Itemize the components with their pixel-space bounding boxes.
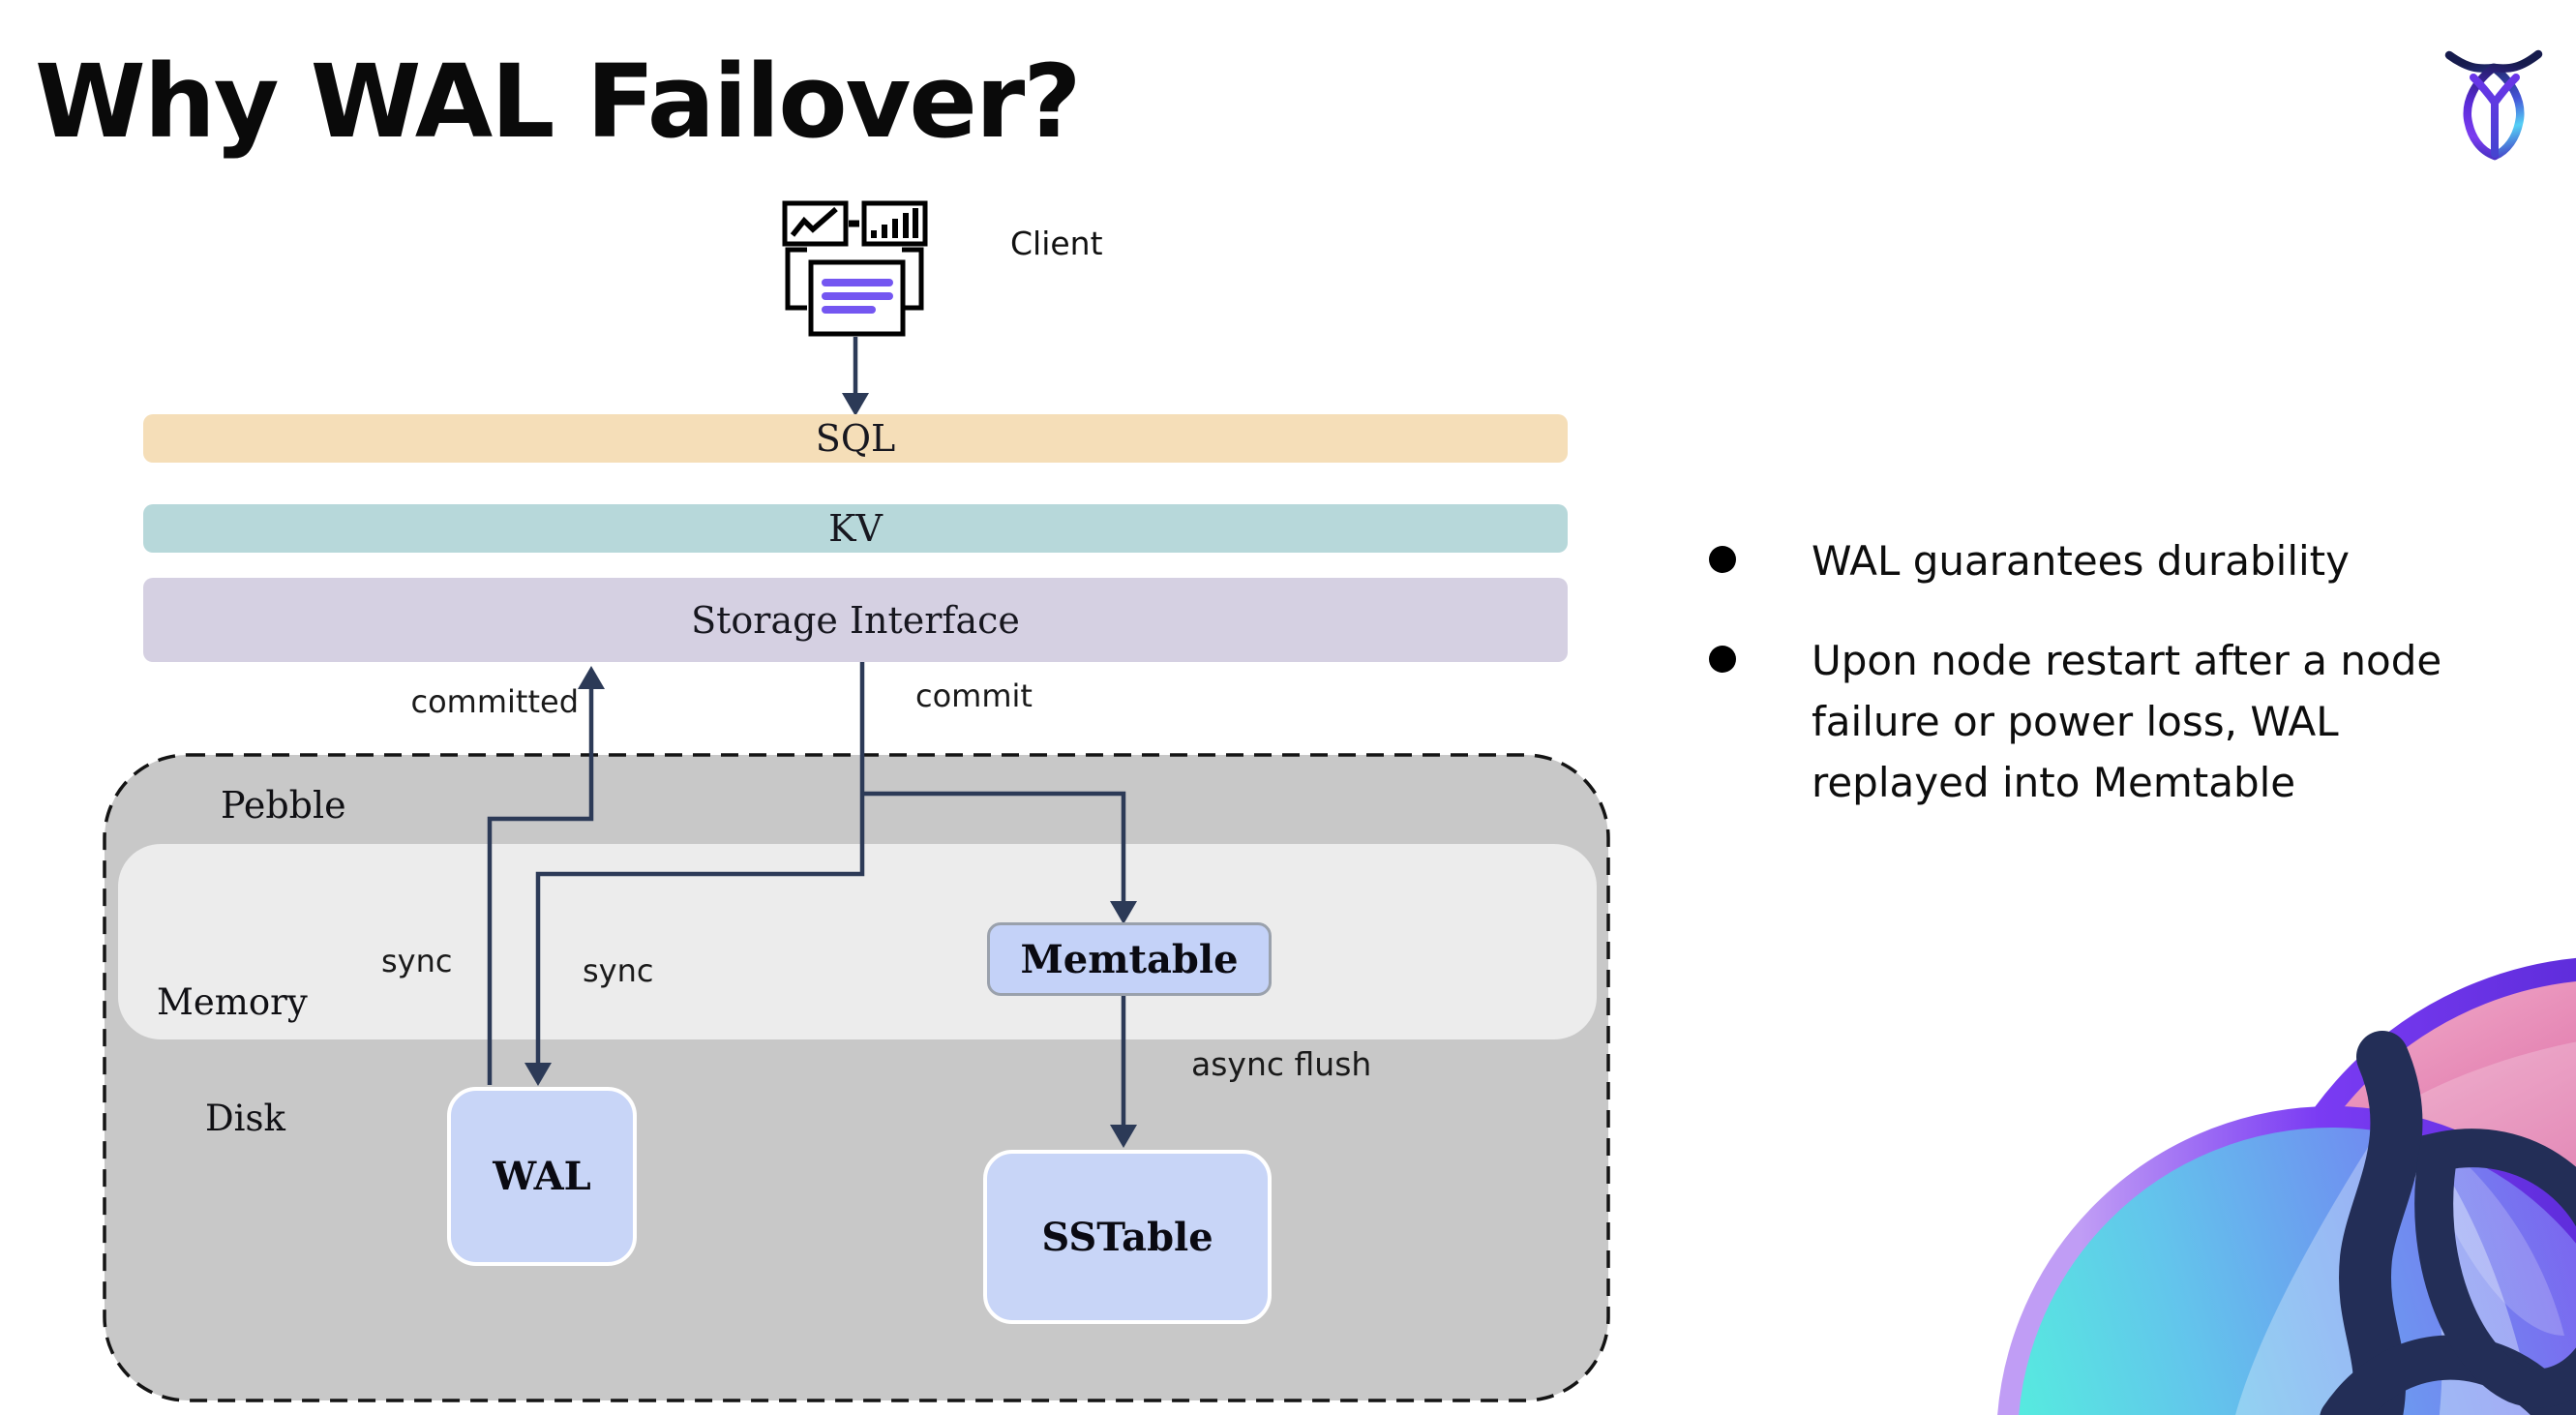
- list-item: Upon node restart after a node failure o…: [1709, 630, 2561, 813]
- memtable-node: Memtable: [987, 922, 1272, 996]
- bullet-list: WAL guarantees durability Upon node rest…: [1709, 530, 2561, 813]
- wal-node: WAL: [447, 1087, 637, 1266]
- document-icon: [785, 247, 924, 337]
- sync-left-edge-label: sync: [381, 943, 453, 979]
- arrowhead-into-storage: [578, 666, 605, 689]
- committed-arrow: [487, 689, 594, 1085]
- arrowhead-into-sstable: [1110, 1125, 1137, 1148]
- sync-right-edge-label: sync: [583, 952, 654, 989]
- commit-memtable-arrow: [862, 791, 1126, 901]
- disk-label: Disk: [205, 1098, 285, 1139]
- pebble-label: Pebble: [221, 784, 346, 827]
- arrowhead-into-memtable: [1110, 901, 1137, 924]
- commit-sync-wal-arrow: [535, 662, 865, 1063]
- decorative-gradient-spheres: [1997, 958, 2576, 1415]
- list-item: WAL guarantees durability: [1709, 530, 2561, 591]
- client-icon: [782, 200, 928, 337]
- arrowhead-into-sql: [842, 393, 869, 416]
- bullet-dot-icon: [1709, 646, 1736, 673]
- layer-bar-kv: KV: [143, 504, 1568, 553]
- bar-chart-icon: [861, 200, 928, 247]
- page-title: Why WAL Failover?: [35, 43, 1082, 161]
- line-chart-icon: [782, 200, 849, 247]
- committed-edge-label: committed: [410, 683, 580, 720]
- bullet-text: Upon node restart after a node failure o…: [1812, 637, 2442, 806]
- cockroach-labs-logo-icon: [2444, 49, 2543, 161]
- layer-bar-sql: SQL: [143, 414, 1568, 463]
- arrowhead-into-wal: [524, 1063, 552, 1086]
- bullet-text: WAL guarantees durability: [1812, 537, 2351, 585]
- sstable-node: SSTable: [983, 1150, 1272, 1324]
- client-label: Client: [1010, 225, 1103, 262]
- bullet-dot-icon: [1709, 546, 1736, 573]
- layer-bar-storage-interface: Storage Interface: [143, 578, 1568, 662]
- commit-edge-label: commit: [915, 677, 1033, 714]
- async-flush-edge-label: async flush: [1191, 1045, 1372, 1083]
- memory-label: Memory: [157, 981, 308, 1023]
